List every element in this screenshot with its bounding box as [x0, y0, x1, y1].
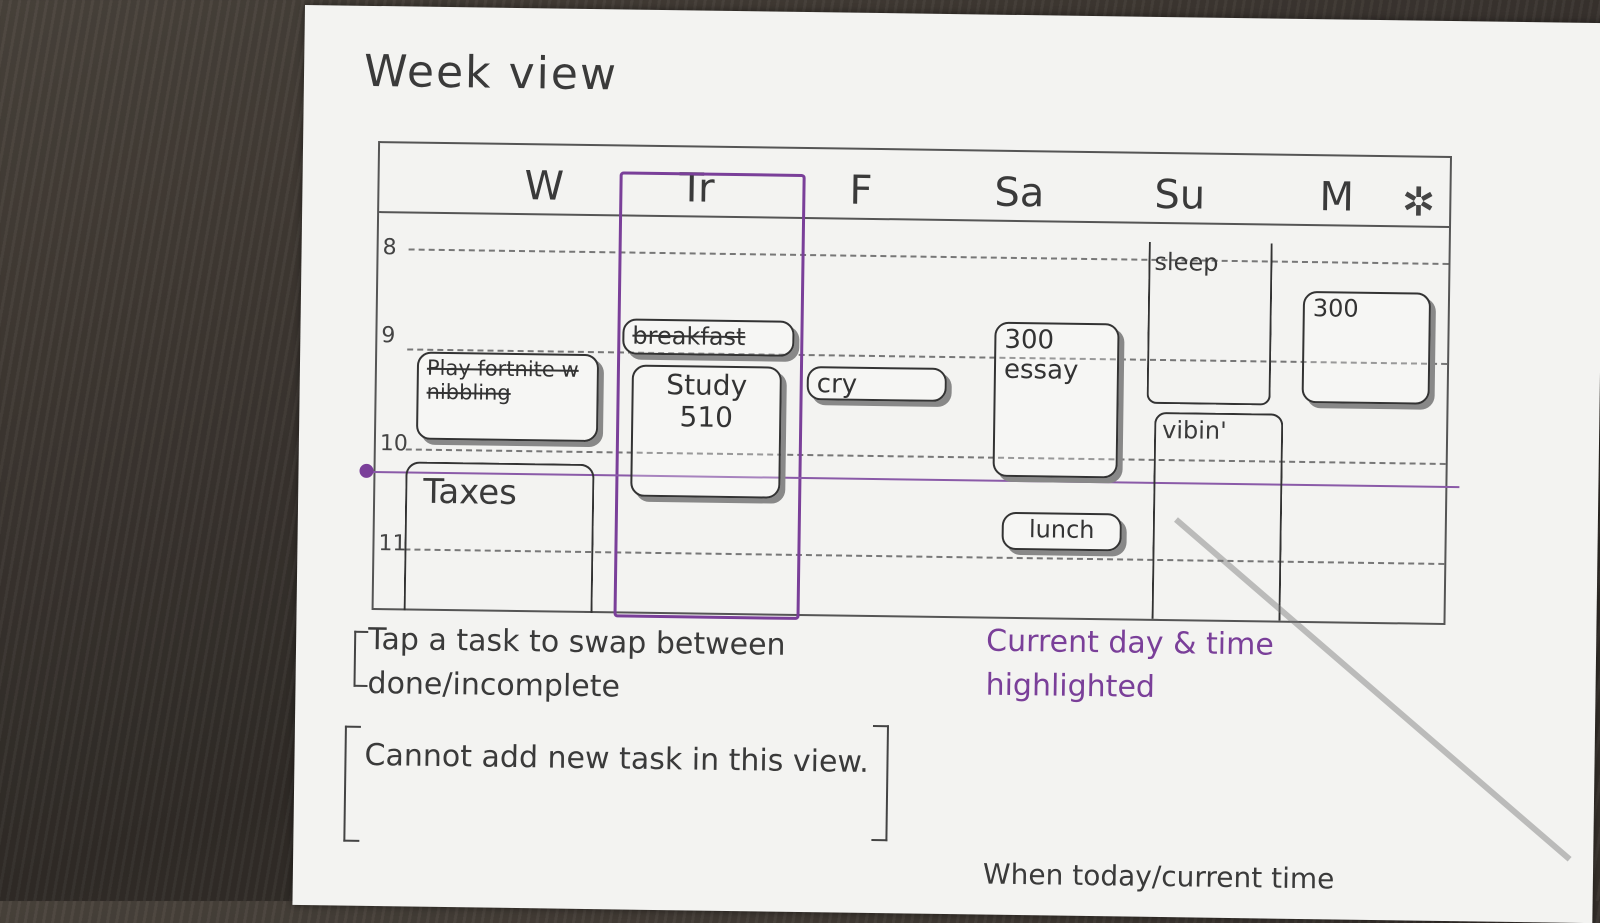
hour-label-11: 11: [378, 531, 407, 557]
page-title: Week view: [363, 45, 619, 101]
gear-icon[interactable]: ✲: [1401, 179, 1436, 226]
task-breakfast[interactable]: breakfast: [622, 318, 795, 357]
hour-line-8: [408, 248, 1449, 265]
hour-line-10: [405, 448, 1446, 465]
note-cannot-add: Cannot add new task in this view.: [364, 737, 870, 780]
day-header-saturday[interactable]: Sa: [994, 169, 1045, 217]
task-play-fortnite[interactable]: Play fortnite w nibbling: [415, 351, 600, 443]
hour-label-9: 9: [381, 323, 396, 349]
day-header-monday[interactable]: M: [1319, 174, 1355, 221]
header-divider: [379, 211, 1450, 228]
note-current-highlighted: Current day & time highlighted: [985, 623, 1275, 705]
task-cry[interactable]: cry: [806, 366, 947, 402]
task-lunch[interactable]: lunch: [1001, 511, 1122, 552]
day-header-friday[interactable]: F: [849, 167, 873, 214]
current-time-dot: [359, 463, 374, 479]
hour-label-10: 10: [379, 431, 409, 457]
week-calendar: W Tr F Sa Su M ✲ 8 9 10 11 Play fortnite…: [359, 141, 1460, 625]
task-study-510[interactable]: Study 510: [630, 364, 782, 499]
task-vibin-label: vibin': [1161, 416, 1227, 445]
task-300-monday[interactable]: 300: [1301, 290, 1432, 405]
hour-label-8: 8: [382, 235, 397, 261]
note-bracket-cannot-left: [343, 725, 361, 842]
task-300-essay[interactable]: 300 essay: [992, 321, 1120, 479]
note-bracket-left: [353, 630, 369, 687]
note-tap-task: Tap a task to swap between done/incomple…: [367, 621, 786, 704]
task-taxes-label: Taxes: [422, 471, 518, 514]
day-header-sunday[interactable]: Su: [1154, 171, 1206, 219]
note-bottom-cutoff: When today/current time: [982, 857, 1335, 896]
task-sleep-label: sleep: [1154, 247, 1219, 277]
day-header-wednesday[interactable]: W: [524, 163, 565, 210]
sketch-paper: Week view W Tr F Sa Su M ✲ 8 9 10 11 Pla…: [292, 5, 1600, 923]
